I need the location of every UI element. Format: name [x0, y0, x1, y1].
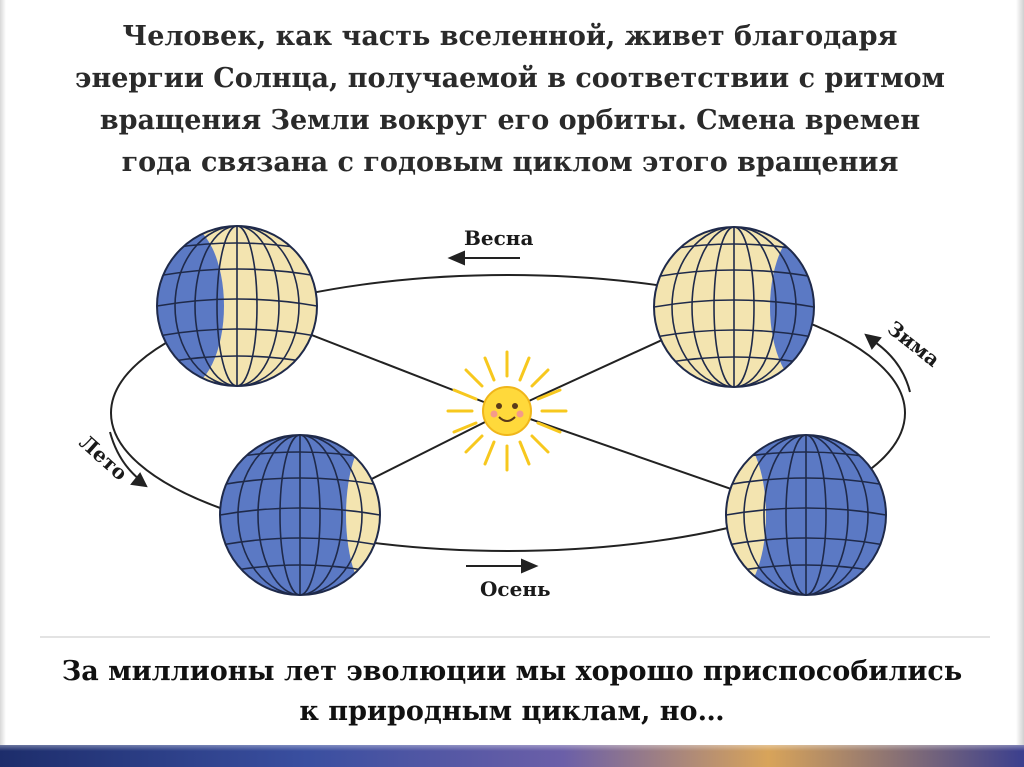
conclusion-text: За миллионы лет эволюции мы хорошо присп… — [30, 652, 994, 732]
season-label-autumn: Осень — [480, 577, 551, 601]
season-label-spring: Весна — [464, 226, 533, 250]
season-label-summer: Лето — [75, 430, 133, 485]
sun-icon — [448, 352, 566, 470]
earth-globe-bottom-left — [220, 432, 406, 597]
divider-line — [40, 636, 990, 638]
conclusion-line-1: За миллионы лет эволюции мы хорошо присп… — [30, 652, 994, 692]
earth-globe-bottom-right — [698, 432, 886, 597]
earth-globe-top-left — [144, 223, 317, 388]
arrow-spring — [450, 252, 520, 264]
arrow-autumn — [466, 560, 536, 572]
season-label-winter: Зима — [883, 316, 945, 372]
earth-globe-top-right — [654, 224, 850, 389]
footer-band — [0, 745, 1024, 767]
conclusion-line-2: к природным циклам, но… — [30, 692, 994, 732]
